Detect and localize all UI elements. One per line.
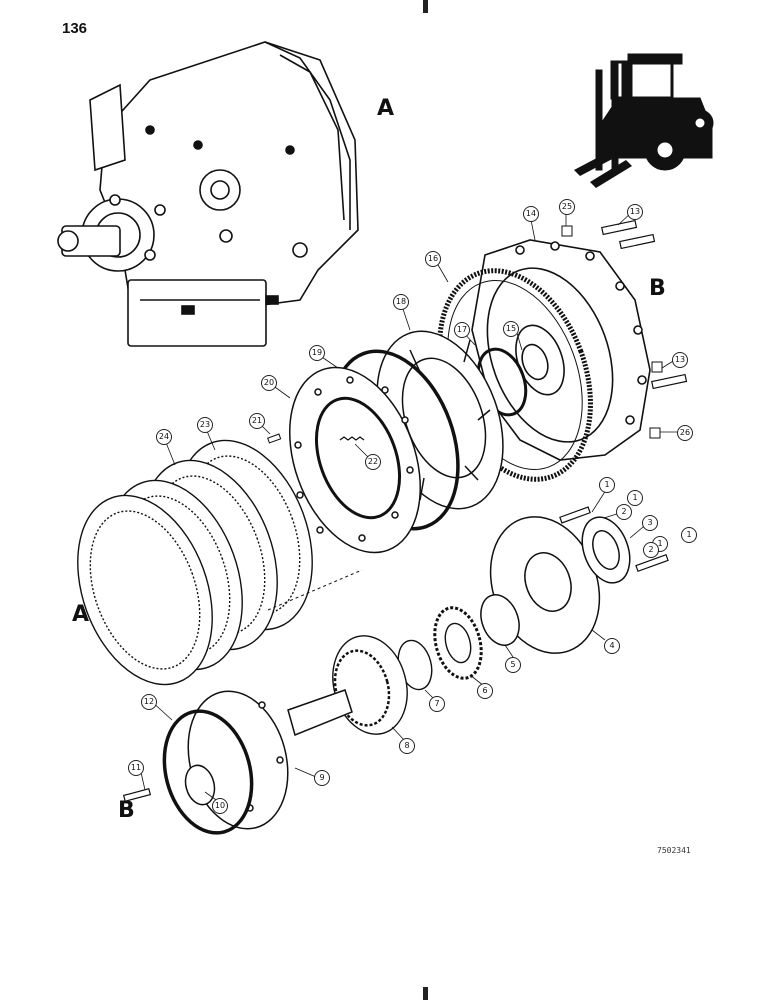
forklift-icon bbox=[574, 53, 714, 188]
callout-12: 12 bbox=[141, 694, 157, 710]
callout-5: 5 bbox=[505, 657, 521, 673]
callout-25: 25 bbox=[559, 199, 575, 215]
drawing-id: 7502341 bbox=[657, 846, 691, 855]
callout-19: 19 bbox=[309, 345, 325, 361]
callout-13: 13 bbox=[627, 204, 643, 220]
callout-6: 6 bbox=[477, 683, 493, 699]
housing-b bbox=[471, 239, 651, 461]
bottom-register-mark bbox=[423, 987, 428, 1000]
callout-1: 1 bbox=[681, 527, 697, 543]
callout-21: 21 bbox=[249, 413, 265, 429]
callout-20: 20 bbox=[261, 375, 277, 391]
callout-26: 26 bbox=[677, 425, 693, 441]
callout-24: 24 bbox=[156, 429, 172, 445]
callout-2: 2 bbox=[616, 504, 632, 520]
pin bbox=[267, 433, 282, 444]
callout-8: 8 bbox=[399, 738, 415, 754]
gear bbox=[433, 606, 483, 680]
callout-7: 7 bbox=[429, 696, 445, 712]
callout-9: 9 bbox=[314, 770, 330, 786]
top-register-mark bbox=[423, 0, 428, 13]
spring bbox=[339, 436, 365, 441]
callout-1: 1 bbox=[599, 477, 615, 493]
callout-1: 1 bbox=[627, 490, 643, 506]
page-number: 136 bbox=[62, 20, 88, 37]
section-label-b: B bbox=[649, 276, 666, 301]
callout-11: 11 bbox=[128, 760, 144, 776]
section-label-a: A bbox=[72, 602, 90, 627]
transmission-housing bbox=[57, 41, 359, 347]
o-ring bbox=[162, 709, 254, 835]
clutch-discs bbox=[77, 439, 313, 686]
callout-18: 18 bbox=[393, 294, 409, 310]
callout-10: 10 bbox=[212, 798, 228, 814]
output-shaft bbox=[184, 689, 353, 830]
section-label-a: A bbox=[377, 96, 395, 121]
callout-17: 17 bbox=[454, 322, 470, 338]
callout-23: 23 bbox=[197, 417, 213, 433]
callout-3: 3 bbox=[642, 515, 658, 531]
alignment-line bbox=[267, 569, 363, 611]
backing-plate bbox=[289, 366, 421, 554]
callout-14: 14 bbox=[523, 206, 539, 222]
callout-22: 22 bbox=[365, 454, 381, 470]
callout-13: 13 bbox=[672, 352, 688, 368]
callout-16: 16 bbox=[425, 251, 441, 267]
seal-5 bbox=[480, 594, 520, 646]
callout-15: 15 bbox=[503, 321, 519, 337]
callout-4: 4 bbox=[604, 638, 620, 654]
section-label-b: B bbox=[118, 798, 135, 823]
callout-2: 2 bbox=[643, 542, 659, 558]
bolts bbox=[122, 219, 688, 802]
plugs bbox=[561, 225, 663, 439]
